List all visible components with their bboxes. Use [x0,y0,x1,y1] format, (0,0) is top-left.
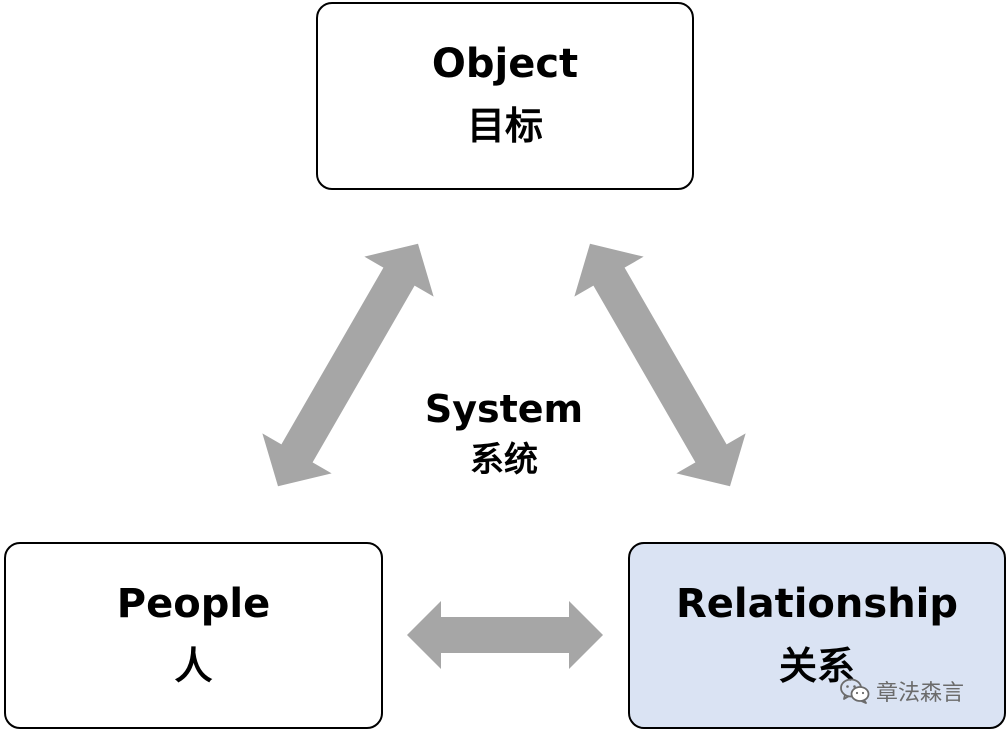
relationship-node: Relationship 关系 [628,542,1006,729]
system-center-label: System 系统 [404,387,604,480]
arrow-people-object [262,243,434,487]
system-label-en: System [424,387,584,431]
wechat-icon [840,678,870,704]
watermark-text: 章法森言 [876,681,965,706]
object-label-en: Object [431,41,579,88]
object-node: Object 目标 [316,2,694,190]
system-label-zh: 系统 [470,439,538,480]
people-label-zh: 人 [174,643,213,688]
people-label-en: People [116,580,271,627]
object-label-zh: 目标 [466,104,543,149]
relationship-label-zh: 关系 [778,643,855,688]
relationship-label-en: Relationship [675,580,959,627]
arrow-object-relationship [574,243,746,487]
people-node: People 人 [4,542,383,729]
watermark: 章法森言 [840,676,964,706]
arrow-people-relationship [407,601,603,669]
